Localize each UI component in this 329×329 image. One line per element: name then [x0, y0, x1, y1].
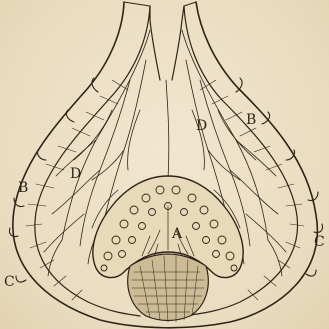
duct-right-wall [172, 6, 184, 80]
receptacle-base [128, 254, 209, 321]
label-c-left: C [4, 274, 15, 290]
label-b-right: B [246, 112, 256, 128]
label-d-right: D [196, 118, 207, 134]
label-a: A [171, 226, 183, 242]
duct-left-wall [150, 6, 160, 80]
label-d-left: D [70, 166, 81, 182]
label-b-left: B [18, 180, 28, 196]
duct-cut-edge [124, 2, 196, 6]
label-c-right: C [314, 234, 325, 250]
